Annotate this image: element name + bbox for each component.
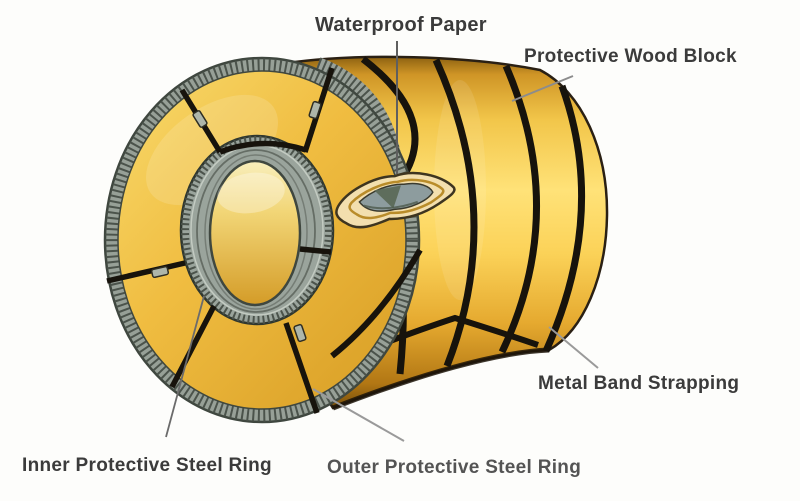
waterproof-paper-knot bbox=[335, 171, 456, 229]
label-inner-protective-steel-ring: Inner Protective Steel Ring bbox=[22, 455, 272, 476]
metal-strap bbox=[542, 84, 586, 353]
coil-bore bbox=[208, 159, 302, 307]
leader-line-inner-protective-steel-ring bbox=[165, 295, 205, 438]
strap-buckle bbox=[293, 323, 307, 343]
metal-strap bbox=[299, 246, 332, 255]
strap-buckles bbox=[150, 100, 322, 343]
label-waterproof-paper: Waterproof Paper bbox=[315, 14, 487, 36]
leader-lines bbox=[165, 41, 599, 442]
metal-band-straps bbox=[303, 56, 586, 377]
leader-line-outer-protective-steel-ring bbox=[312, 388, 405, 442]
label-metal-band-strapping: Metal Band Strapping bbox=[538, 373, 740, 394]
coil-face bbox=[103, 56, 421, 424]
metal-strap bbox=[360, 56, 419, 182]
metal-strap bbox=[169, 304, 217, 389]
metal-strap bbox=[283, 322, 320, 414]
metal-strap bbox=[106, 260, 186, 284]
strap-buckle bbox=[192, 110, 208, 128]
strap-buckle bbox=[150, 265, 170, 279]
leader-line-protective-wood-block bbox=[511, 75, 574, 102]
metal-strap bbox=[219, 140, 307, 155]
metal-strap bbox=[330, 248, 423, 359]
leader-line-metal-band-strapping bbox=[548, 326, 599, 369]
strap-buckle bbox=[308, 100, 322, 120]
label-outer-protective-steel-ring: Outer Protective Steel Ring bbox=[327, 457, 582, 478]
metal-strap bbox=[432, 58, 478, 368]
metal-strap bbox=[498, 64, 540, 354]
body-bottom-shadow bbox=[332, 347, 550, 411]
label-protective-wood-block: Protective Wood Block bbox=[524, 46, 737, 67]
